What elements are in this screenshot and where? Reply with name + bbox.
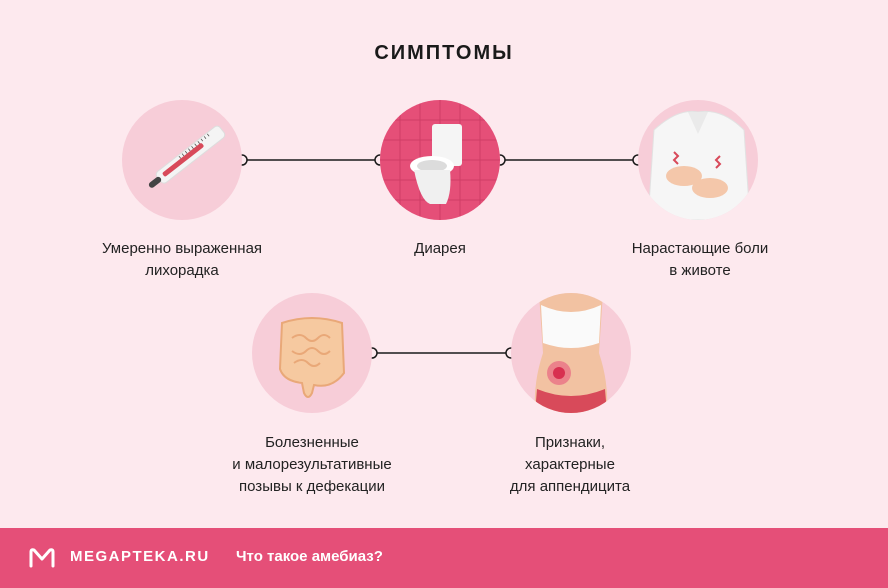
symptom-label-abdominal-pain: Нарастающие боли в животе (631, 240, 769, 279)
toilet-icon (380, 100, 500, 220)
symptom-label-diarrhea: Диарея (414, 240, 466, 257)
footer-bar: MEGAPTEKA.RU Что такое амебиаз? (0, 528, 888, 588)
page-title: СИМПТОМЫ (374, 42, 514, 64)
footer-subtitle: Что такое амебиаз? (236, 548, 383, 565)
intestine-icon (252, 293, 372, 413)
symptom-label-appendicitis: Признаки, характерные для аппендицита (509, 434, 631, 495)
abdomen-icon (511, 293, 631, 413)
brand-name[interactable]: MEGAPTEKA.RU (70, 548, 210, 565)
logo-icon (29, 548, 55, 568)
stomach-pain-icon (638, 100, 758, 220)
symptom-label-fever: Умеренно выраженная лихорадка (101, 240, 263, 279)
symptom-label-defecation: Болезненные и малорезультативные позывы … (232, 434, 392, 495)
thermometer-icon (122, 100, 242, 220)
